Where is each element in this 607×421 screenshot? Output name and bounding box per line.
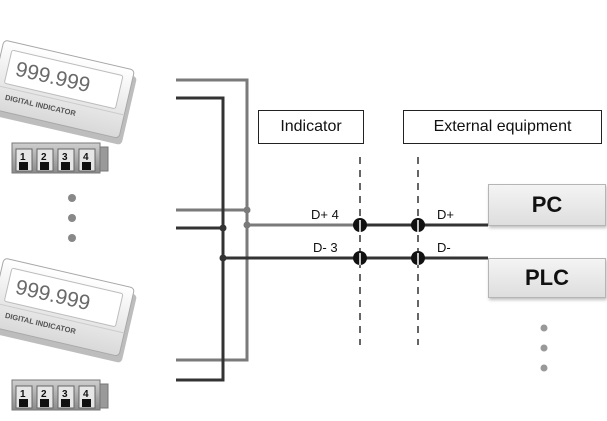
indicator-device-1: 999.999 DIGITAL INDICATOR 1 2 3 4 (0, 40, 137, 174)
terminal-2: 2 (36, 385, 54, 409)
terminal-1: 1 (15, 385, 33, 409)
pc-box: PC (488, 184, 606, 226)
more-equipment-ellipsis (540, 324, 548, 372)
external-dplus-label: D+ (437, 207, 454, 222)
indicator-device-2: 999.999 DIGITAL INDICATOR 1 2 3 4 (0, 258, 137, 411)
svg-text:2: 2 (41, 389, 47, 400)
wire-junctions (219, 206, 251, 262)
connector-indicator-dminus (353, 251, 367, 265)
external-equipment-label: External equipment (403, 110, 602, 144)
dplus-wire-device-1 (176, 78, 249, 225)
terminal-2: 2 (36, 148, 54, 172)
connector-external-dplus (411, 218, 425, 232)
terminal-1: 1 (15, 148, 33, 172)
plc-box: PLC (488, 258, 606, 298)
wiring (176, 78, 488, 382)
terminal-4: 4 (78, 385, 96, 409)
indicator-dminus-label: D- 3 (313, 240, 338, 255)
svg-text:1: 1 (20, 389, 26, 400)
dminus-wire-device-2 (176, 258, 225, 382)
external-dminus-label: D- (437, 240, 451, 255)
terminal-block: 1 2 3 4 (11, 142, 109, 174)
svg-text:3: 3 (62, 152, 68, 163)
indicator-panel: 999.999 DIGITAL INDICATOR (0, 40, 137, 145)
terminal-3: 3 (57, 148, 75, 172)
indicator-dplus-label: D+ 4 (311, 207, 339, 222)
svg-text:1: 1 (20, 152, 26, 163)
terminal-block: 1 2 3 4 (11, 379, 109, 411)
more-devices-ellipsis (68, 194, 76, 242)
indicator-label: Indicator (258, 110, 364, 144)
connector-external-dminus (411, 251, 425, 265)
svg-text:4: 4 (83, 152, 89, 163)
connector-indicator-dplus (353, 218, 367, 232)
dplus-wire-device-2 (176, 225, 249, 362)
svg-text:4: 4 (83, 389, 89, 400)
svg-text:3: 3 (62, 389, 68, 400)
indicator-panel: 999.999 DIGITAL INDICATOR (0, 258, 137, 363)
dminus-wire-device-1 (176, 96, 225, 258)
terminal-3: 3 (57, 385, 75, 409)
terminal-4: 4 (78, 148, 96, 172)
svg-text:2: 2 (41, 152, 47, 163)
